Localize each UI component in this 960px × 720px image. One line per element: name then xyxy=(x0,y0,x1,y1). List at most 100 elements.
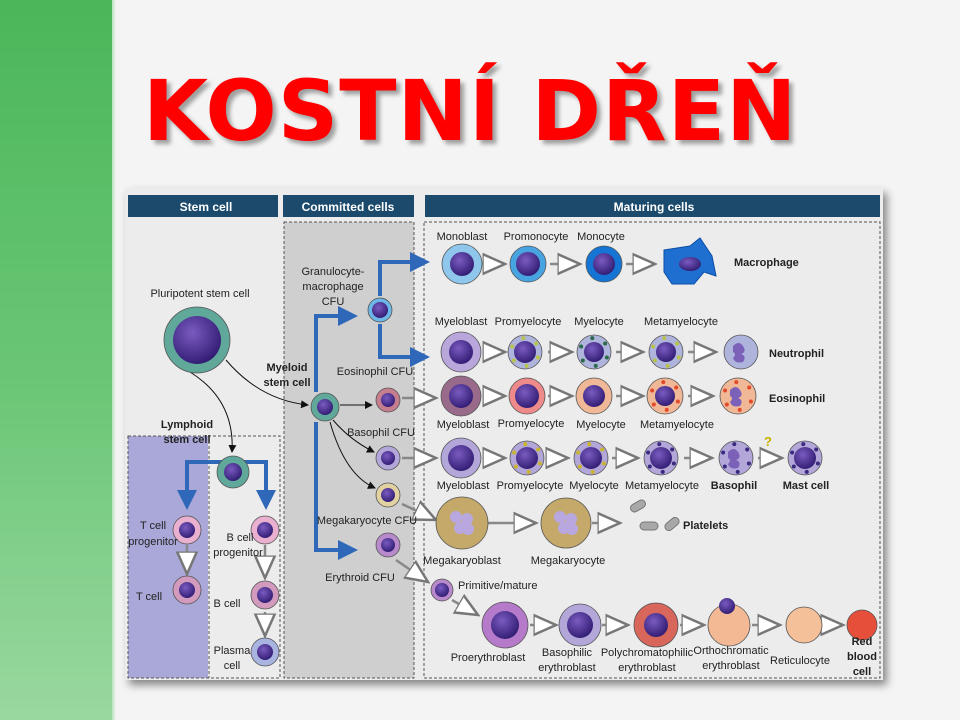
label-erythroid-cfu: Erythroid CFU xyxy=(325,572,395,584)
label-e-myeloblast: Myeloblast xyxy=(437,419,490,431)
granule xyxy=(721,450,726,455)
header-maturing-cells xyxy=(425,195,880,217)
granule xyxy=(675,341,680,346)
label-lymphoid-2: stem cell xyxy=(163,434,210,446)
label-macrophage: Macrophage xyxy=(734,257,799,269)
plasma-cell-nucleus xyxy=(257,644,273,660)
granule xyxy=(804,469,809,474)
granule xyxy=(791,464,796,469)
label-n-myeloblast: Myeloblast xyxy=(435,316,488,328)
label-b-promyelocyte: Promyelocyte xyxy=(497,480,564,492)
granule xyxy=(651,402,656,407)
orthochromatic-nucleus xyxy=(719,598,735,614)
diagram-svg: Stem cell Committed cells Maturing cells xyxy=(127,195,881,679)
black-arrows xyxy=(189,359,376,489)
granule xyxy=(662,336,667,341)
granule xyxy=(747,385,752,390)
granule xyxy=(535,355,540,360)
label-plasma-1: Plasma xyxy=(214,645,252,657)
megakaryocyte-nucleus-lobe xyxy=(462,523,474,535)
primitive-cell-nucleus xyxy=(435,583,449,597)
label-basophilic-2: erythroblast xyxy=(538,662,595,674)
eosinophil-cfu-cell-nucleus xyxy=(381,393,395,407)
granule xyxy=(675,399,680,404)
granule xyxy=(511,358,516,363)
macrophage-nucleus xyxy=(679,257,701,271)
label-b-progenitor-2: progenitor xyxy=(213,547,263,559)
granule xyxy=(651,344,656,349)
granule xyxy=(671,461,676,466)
label-rbc-2: blood xyxy=(847,651,877,663)
granule xyxy=(526,469,531,474)
granule xyxy=(732,442,737,447)
granule xyxy=(657,442,662,447)
lobed-nucleus xyxy=(733,343,745,363)
granule xyxy=(676,355,681,360)
platelets-shapes xyxy=(630,499,680,532)
label-mast-cell: Mast cell xyxy=(783,480,829,492)
label-rbc-1: Red xyxy=(852,636,873,648)
label-n-promyelocyte: Promyelocyte xyxy=(495,316,562,328)
b-cell-nucleus xyxy=(257,587,273,603)
granule xyxy=(580,358,585,363)
granule xyxy=(723,388,728,393)
granule xyxy=(536,447,541,452)
label-rbc-3: cell xyxy=(853,666,871,678)
label-b-progenitor-1: B cell xyxy=(227,532,254,544)
label-monocyte: Monocyte xyxy=(577,231,625,243)
b-myelocyte-cell-nucleus xyxy=(580,447,602,469)
granule xyxy=(537,461,542,466)
e-myeloblast-cell-nucleus xyxy=(449,384,473,408)
granule xyxy=(593,363,598,368)
label-e-promyelocyte: Promyelocyte xyxy=(498,418,565,430)
granule xyxy=(660,469,665,474)
megakaryocyte-nucleus-lobe xyxy=(554,511,566,523)
granule xyxy=(674,385,679,390)
reticulocyte-cell xyxy=(785,606,823,644)
header-stem-label: Stem cell xyxy=(180,200,233,214)
granule xyxy=(600,447,605,452)
slide-title: KOSTNÍ DŘEŇ xyxy=(143,62,798,160)
label-basophilic-1: Basophilic xyxy=(542,647,593,659)
hollow-arrows xyxy=(187,264,843,636)
granule xyxy=(815,461,820,466)
question-mark: ? xyxy=(764,434,772,449)
e-myelocyte-cell-nucleus xyxy=(583,385,605,407)
green-side-bar xyxy=(0,0,116,720)
granule xyxy=(590,336,595,341)
label-t-progenitor-1: T cell xyxy=(140,520,166,532)
label-orthochromatic-2: erythroblast xyxy=(702,660,759,672)
label-megakaryocyte: Megakaryocyte xyxy=(531,555,606,567)
n-metamyelocyte-cell-nucleus xyxy=(656,342,676,362)
granule xyxy=(790,450,795,455)
label-orthochromatic-1: Orthochromatic xyxy=(693,645,769,657)
megakaryocyte-cfu-cell-nucleus xyxy=(381,488,395,502)
label-basophil-cfu: Basophil CFU xyxy=(347,427,415,439)
granule xyxy=(665,363,670,368)
basophilic-erythroblast-cell-nucleus xyxy=(567,612,593,638)
granule xyxy=(579,344,584,349)
megakaryocyte-nucleus-lobe xyxy=(450,511,462,523)
label-reticulocyte: Reticulocyte xyxy=(770,655,830,667)
proerythroblast-cell-nucleus xyxy=(491,611,519,639)
granule xyxy=(534,341,539,346)
label-basophil: Basophil xyxy=(711,480,757,492)
n-myelocyte-cell-nucleus xyxy=(584,342,604,362)
label-e-metamyelocyte: Metamyelocyte xyxy=(640,419,714,431)
label-megakaryocyte-cfu: Megakaryocyte CFU xyxy=(317,515,417,527)
granule xyxy=(603,341,608,346)
t-cell-nucleus xyxy=(179,582,195,598)
b-metamyelocyte-cell-nucleus xyxy=(650,447,672,469)
label-platelets: Platelets xyxy=(683,520,728,532)
label-gm-cfu-1: Granulocyte- xyxy=(302,266,365,278)
monocyte-cell-nucleus xyxy=(593,253,615,275)
gm-cfu-cell-nucleus xyxy=(372,302,388,318)
rbc-cell xyxy=(846,609,878,641)
label-monoblast: Monoblast xyxy=(437,231,488,243)
granule xyxy=(661,380,666,385)
granule xyxy=(670,447,675,452)
granule xyxy=(722,464,727,469)
label-primitive-mature: Primitive/mature xyxy=(458,580,537,592)
label-gm-cfu-2: macrophage xyxy=(302,281,363,293)
granule xyxy=(523,442,528,447)
